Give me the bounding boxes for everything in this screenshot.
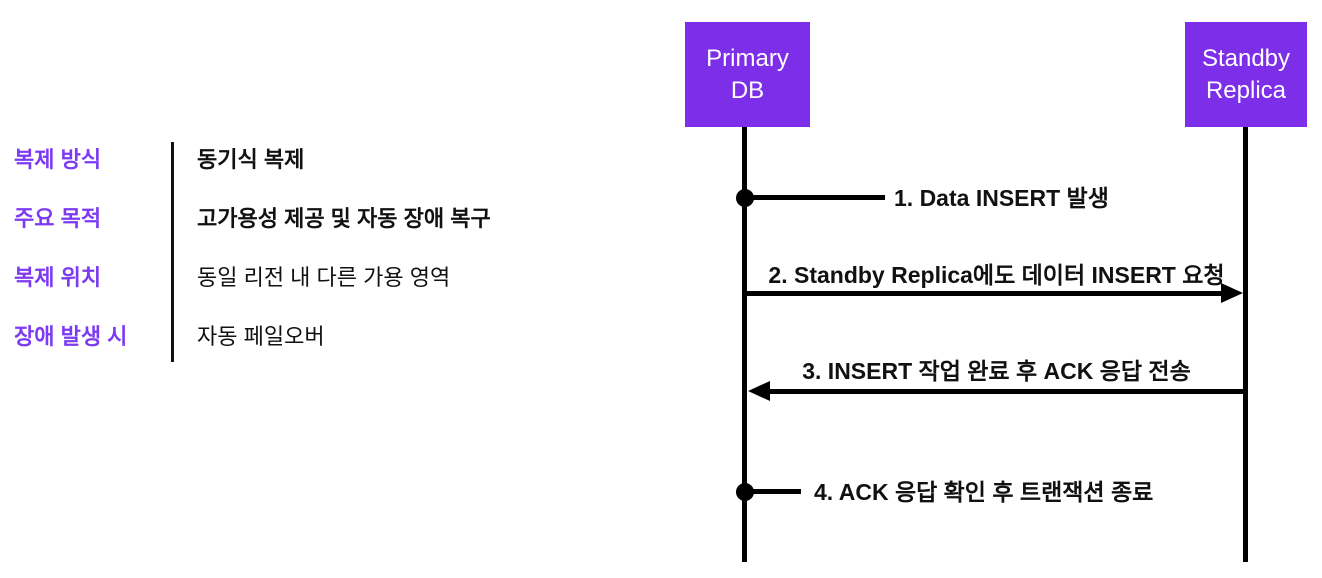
spec-label: 복제 방식 bbox=[14, 147, 102, 172]
event4-label: 4. ACK 응답 확인 후 트랜잭션 종료 bbox=[814, 479, 1154, 505]
spec-value: 동일 리전 내 다른 가용 영역 bbox=[197, 265, 451, 290]
event1-line bbox=[745, 195, 885, 200]
event1-label: 1. Data INSERT 발생 bbox=[894, 185, 1109, 211]
spec-value: 고가용성 제공 및 자동 장애 복구 bbox=[197, 206, 491, 231]
event4-line bbox=[745, 489, 801, 494]
event3-arrow-line bbox=[766, 389, 1248, 394]
spec-divider-line bbox=[171, 142, 174, 362]
lifeline-primary-db bbox=[742, 127, 747, 562]
event2-label: 2. Standby Replica에도 데이터 INSERT 요청 bbox=[768, 262, 1225, 288]
spec-value: 자동 페일오버 bbox=[197, 324, 325, 349]
spec-label: 장애 발생 시 bbox=[14, 324, 128, 349]
spec-value: 동기식 복제 bbox=[197, 147, 305, 172]
spec-label: 복제 위치 bbox=[14, 265, 102, 290]
event3-label: 3. INSERT 작업 완료 후 ACK 응답 전송 bbox=[802, 358, 1191, 384]
spec-label: 주요 목적 bbox=[14, 206, 102, 231]
event2-arrowhead-right-icon bbox=[1221, 283, 1243, 303]
actor-box-primary-db: Primary DB bbox=[685, 22, 810, 127]
event3-arrowhead-left-icon bbox=[748, 381, 770, 401]
event2-arrow-line bbox=[747, 291, 1225, 296]
lifeline-standby-replica bbox=[1243, 127, 1248, 562]
actor-box-standby-replica: Standby Replica bbox=[1185, 22, 1307, 127]
